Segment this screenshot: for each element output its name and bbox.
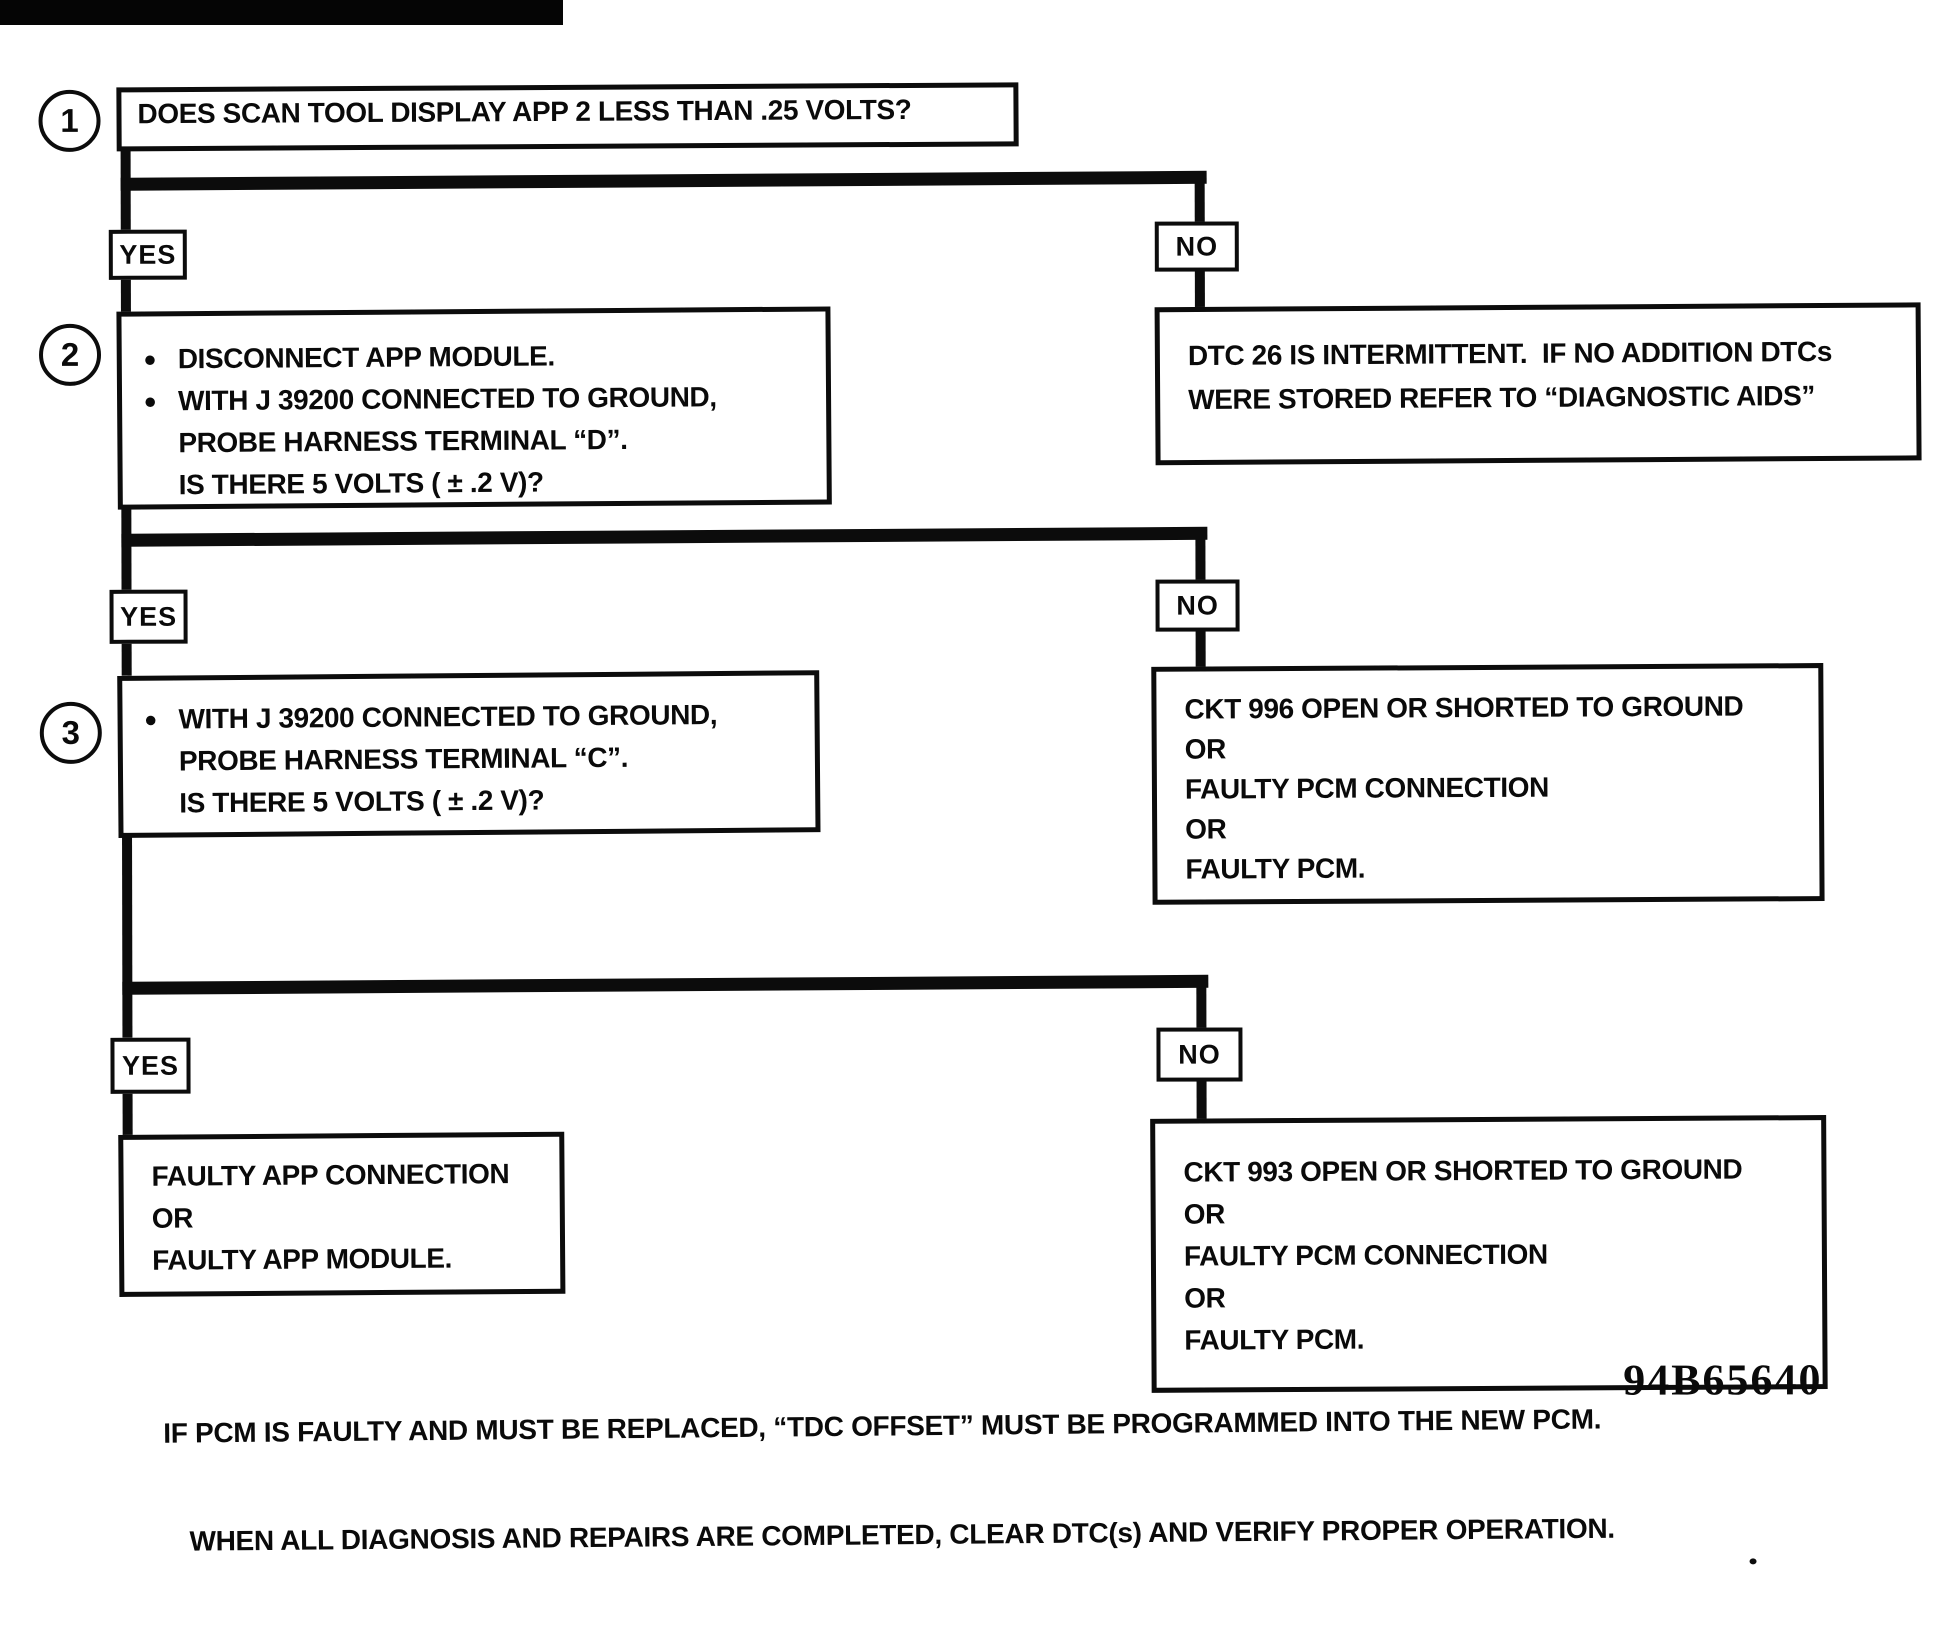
- connector-line: [122, 833, 133, 1038]
- connector-line: [1196, 977, 1207, 1030]
- step-2-bullet-2-line-1: WITH J 39200 CONNECTED TO GROUND,: [177, 381, 717, 417]
- connector-line: [1194, 271, 1205, 310]
- connector-line: [120, 279, 131, 314]
- bullet-icon: ●: [143, 346, 157, 372]
- faulty-app-line-3: FAULTY APP MODULE.: [152, 1242, 453, 1276]
- yes-text: YES: [119, 239, 177, 270]
- step-2-bullet-2-line-3: IS THERE 5 VOLTS ( ± .2 V)?: [178, 466, 544, 501]
- outcome-ckt993-box: CKT 993 OPEN OR SHORTED TO GROUND OR FAU…: [1150, 1115, 1828, 1393]
- yes-label-2: YES: [109, 589, 188, 644]
- ckt996-line-4: OR: [1185, 813, 1227, 845]
- no-label-3: NO: [1156, 1027, 1243, 1082]
- step-3-action-box: ● WITH J 39200 CONNECTED TO GROUND, PROB…: [117, 670, 821, 838]
- no-text: NO: [1178, 1038, 1221, 1070]
- step-1-number: 1: [60, 101, 79, 139]
- ckt996-line-2: OR: [1184, 733, 1227, 765]
- no-label-2: NO: [1155, 579, 1240, 632]
- yes-text: YES: [120, 601, 178, 632]
- connector-line: [1194, 173, 1205, 226]
- figure-code: 94B65640: [1623, 1355, 1823, 1405]
- yes-text: YES: [121, 1050, 180, 1081]
- step-2-bullet-2-line-2: PROBE HARNESS TERMINAL “D”.: [178, 423, 628, 459]
- no-label-1: NO: [1154, 221, 1239, 272]
- yes-label-3: YES: [110, 1037, 191, 1094]
- connector-line: [122, 1093, 133, 1136]
- ckt993-line-2: OR: [1183, 1198, 1225, 1230]
- step-2-action-box: ● DISCONNECT APP MODULE. ● WITH J 39200 …: [116, 306, 832, 510]
- outcome-dtc26-box: DTC 26 IS INTERMITTENT. IF NO ADDITION D…: [1154, 302, 1922, 466]
- step-3-number-badge: 3: [39, 701, 102, 764]
- step-1-number-badge: 1: [38, 89, 101, 152]
- bullet-icon: ●: [144, 706, 158, 732]
- connector-line: [1195, 631, 1206, 668]
- connector-line: [122, 974, 1209, 995]
- step-2-bullet-1: DISCONNECT APP MODULE.: [177, 340, 555, 375]
- step-1-question-box: DOES SCAN TOOL DISPLAY APP 2 LESS THAN .…: [116, 82, 1019, 152]
- connector-line: [120, 170, 1207, 191]
- footnote-clear-dtcs: WHEN ALL DIAGNOSIS AND REPAIRS ARE COMPL…: [189, 1512, 1615, 1557]
- ckt993-line-3: FAULTY PCM CONNECTION: [1183, 1238, 1548, 1272]
- scan-speck: [1749, 1558, 1757, 1565]
- step-2-number: 2: [60, 335, 80, 373]
- yes-label-1: YES: [108, 229, 187, 280]
- ckt993-line-1: CKT 993 OPEN OR SHORTED TO GROUND: [1183, 1153, 1743, 1188]
- ckt993-line-4: OR: [1184, 1282, 1226, 1314]
- step-1-question-text: DOES SCAN TOOL DISPLAY APP 2 LESS THAN .…: [137, 93, 912, 130]
- connector-line: [121, 526, 1208, 547]
- step-3-number: 3: [61, 713, 81, 751]
- dtc26-line-1: DTC 26 IS INTERMITTENT. IF NO ADDITION D…: [1187, 335, 1833, 372]
- ckt996-line-5: FAULTY PCM.: [1185, 852, 1366, 885]
- no-text: NO: [1175, 230, 1219, 262]
- scan-artifact-bar: [0, 0, 563, 25]
- step-3-bullet-1-line-3: IS THERE 5 VOLTS ( ± .2 V)?: [179, 784, 545, 819]
- dtc26-line-2: WERE STORED REFER TO “DIAGNOSTIC AIDS”: [1188, 380, 1816, 416]
- outcome-faulty-app-box: FAULTY APP CONNECTION OR FAULTY APP MODU…: [118, 1131, 566, 1297]
- step-3-bullet-1-line-2: PROBE HARNESS TERMINAL “C”.: [178, 741, 629, 777]
- connector-line: [121, 505, 132, 592]
- ckt996-line-3: FAULTY PCM CONNECTION: [1184, 771, 1549, 805]
- step-3-bullet-1-line-1: WITH J 39200 CONNECTED TO GROUND,: [178, 699, 718, 735]
- footnote-pcm-replacement: IF PCM IS FAULTY AND MUST BE REPLACED, “…: [163, 1403, 1602, 1449]
- connector-line: [1195, 529, 1206, 584]
- faulty-app-line-1: FAULTY APP CONNECTION: [151, 1158, 510, 1192]
- faulty-app-line-2: OR: [151, 1202, 194, 1234]
- outcome-ckt996-box: CKT 996 OPEN OR SHORTED TO GROUND OR FAU…: [1151, 663, 1825, 905]
- connector-line: [121, 643, 132, 676]
- ckt996-line-1: CKT 996 OPEN OR SHORTED TO GROUND: [1184, 690, 1744, 725]
- connector-line: [1196, 1081, 1207, 1120]
- no-text: NO: [1176, 589, 1219, 621]
- step-2-number-badge: 2: [38, 323, 102, 386]
- bullet-icon: ●: [143, 388, 157, 414]
